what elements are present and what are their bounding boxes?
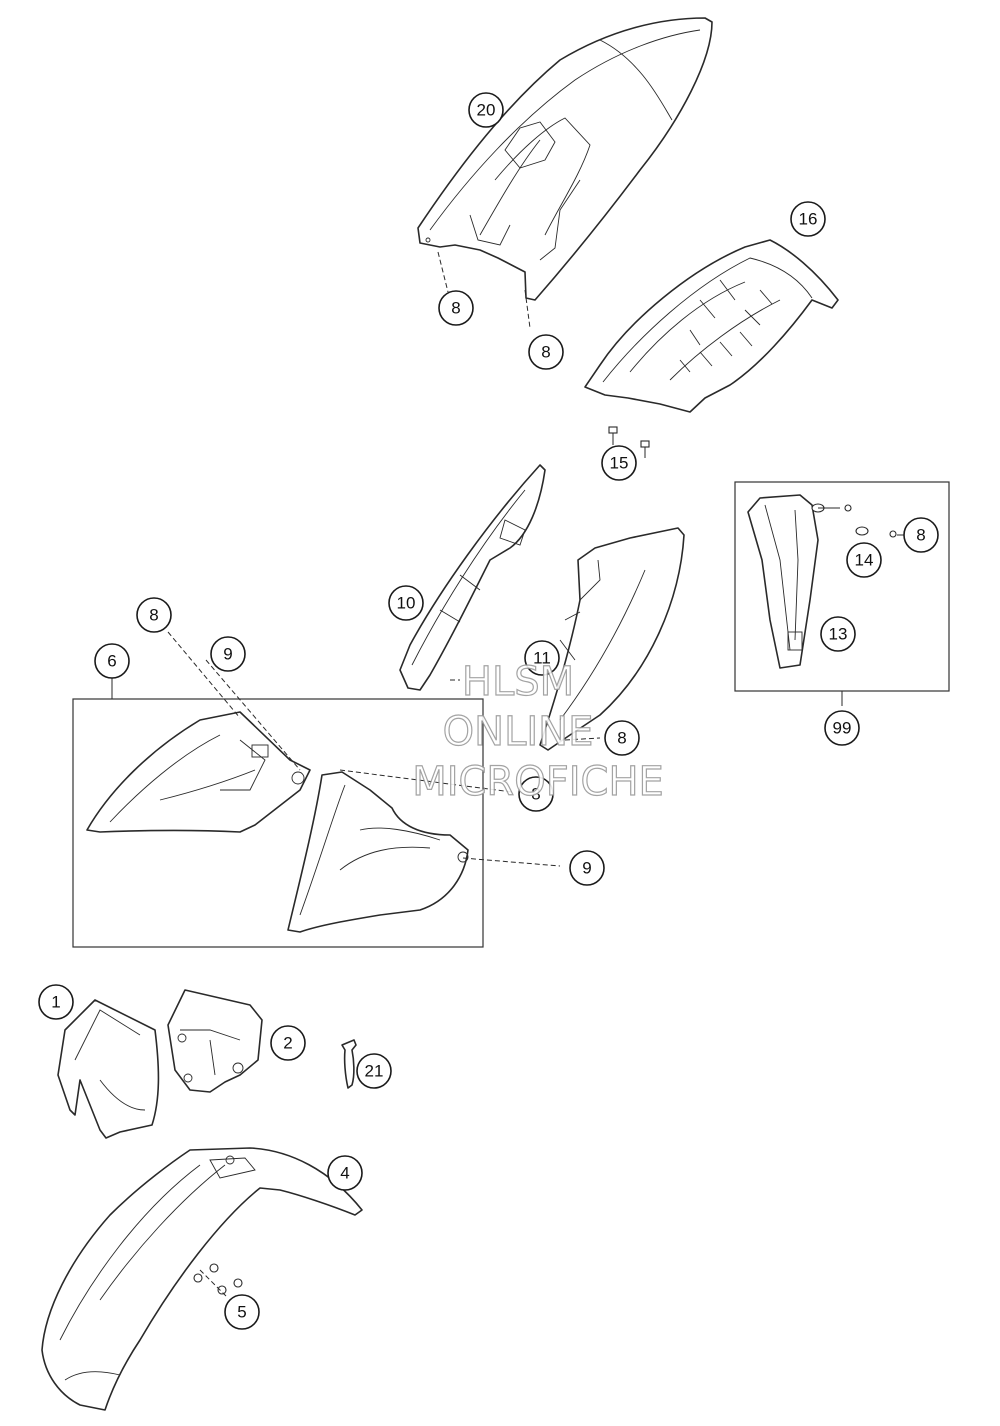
callout-16: 16 bbox=[790, 201, 826, 237]
callout-label: 14 bbox=[855, 551, 874, 570]
callout-label: 8 bbox=[451, 299, 460, 318]
leader-lines bbox=[111, 251, 904, 1297]
callout-label: 2 bbox=[283, 1034, 292, 1053]
callout-8: 8 bbox=[136, 597, 172, 633]
assembly-6-frame bbox=[72, 698, 484, 948]
callout-label: 21 bbox=[365, 1062, 384, 1081]
callout-21: 21 bbox=[356, 1053, 392, 1089]
frame-protector-part bbox=[747, 494, 819, 669]
headlight-bracket-part bbox=[167, 989, 263, 1093]
right-radiator-shroud-part bbox=[287, 771, 469, 933]
callout-8: 8 bbox=[518, 776, 554, 812]
frame-protector-washers-part bbox=[811, 503, 897, 538]
callout-4: 4 bbox=[327, 1155, 363, 1191]
callout-label: 4 bbox=[340, 1164, 349, 1183]
seat-screws-part bbox=[608, 426, 650, 458]
callout-label: 9 bbox=[223, 645, 232, 664]
fender-screws-part bbox=[193, 1263, 243, 1295]
callout-label: 11 bbox=[533, 649, 551, 668]
watermark-line: MICROFICHE bbox=[412, 759, 664, 805]
callout-label: 99 bbox=[833, 719, 852, 738]
callout-label: 5 bbox=[237, 1303, 246, 1322]
cable-clip-part bbox=[341, 1039, 357, 1089]
callout-label: 8 bbox=[916, 526, 925, 545]
callout-15: 15 bbox=[601, 445, 637, 481]
callout-label: 15 bbox=[610, 454, 629, 473]
callout-9: 9 bbox=[569, 850, 605, 886]
headlight-mask-part bbox=[57, 999, 160, 1139]
callout-label: 13 bbox=[829, 625, 848, 644]
callout-10: 10 bbox=[388, 585, 424, 621]
callout-8: 8 bbox=[604, 720, 640, 756]
callout-label: 16 bbox=[799, 210, 818, 229]
callout-99: 99 bbox=[824, 710, 860, 746]
callout-8: 8 bbox=[438, 290, 474, 326]
callout-5: 5 bbox=[224, 1294, 260, 1330]
watermark-line: HLSM bbox=[462, 659, 574, 705]
callout-8: 8 bbox=[903, 517, 939, 553]
callout-label: 9 bbox=[582, 859, 591, 878]
callout-6: 6 bbox=[94, 643, 130, 679]
callout-label: 10 bbox=[397, 594, 416, 613]
callout-label: 8 bbox=[531, 785, 540, 804]
callout-14: 14 bbox=[846, 542, 882, 578]
callout-label: 8 bbox=[617, 729, 626, 748]
left-tank-spoiler-part bbox=[399, 464, 546, 691]
callout-11: 11 bbox=[524, 640, 560, 676]
seat-base-part bbox=[584, 239, 839, 413]
left-radiator-shroud-part bbox=[86, 711, 311, 833]
callout-label: 20 bbox=[477, 101, 496, 120]
callout-1: 1 bbox=[38, 984, 74, 1020]
callout-20: 20 bbox=[468, 92, 504, 128]
callout-label: 8 bbox=[541, 343, 550, 362]
callout-label: 1 bbox=[51, 993, 60, 1012]
callout-label: 6 bbox=[107, 652, 116, 671]
rear-fender-part bbox=[417, 17, 713, 301]
right-tank-spoiler-part bbox=[539, 527, 685, 751]
callout-9: 9 bbox=[210, 636, 246, 672]
callout-13: 13 bbox=[820, 616, 856, 652]
watermark-line: ONLINE bbox=[443, 709, 594, 755]
front-fender-part bbox=[41, 1147, 363, 1411]
callout-label: 8 bbox=[149, 606, 158, 625]
watermark: HLSM ONLINE MICROFICHE bbox=[412, 658, 665, 805]
callout-2: 2 bbox=[270, 1025, 306, 1061]
callout-8: 8 bbox=[528, 334, 564, 370]
